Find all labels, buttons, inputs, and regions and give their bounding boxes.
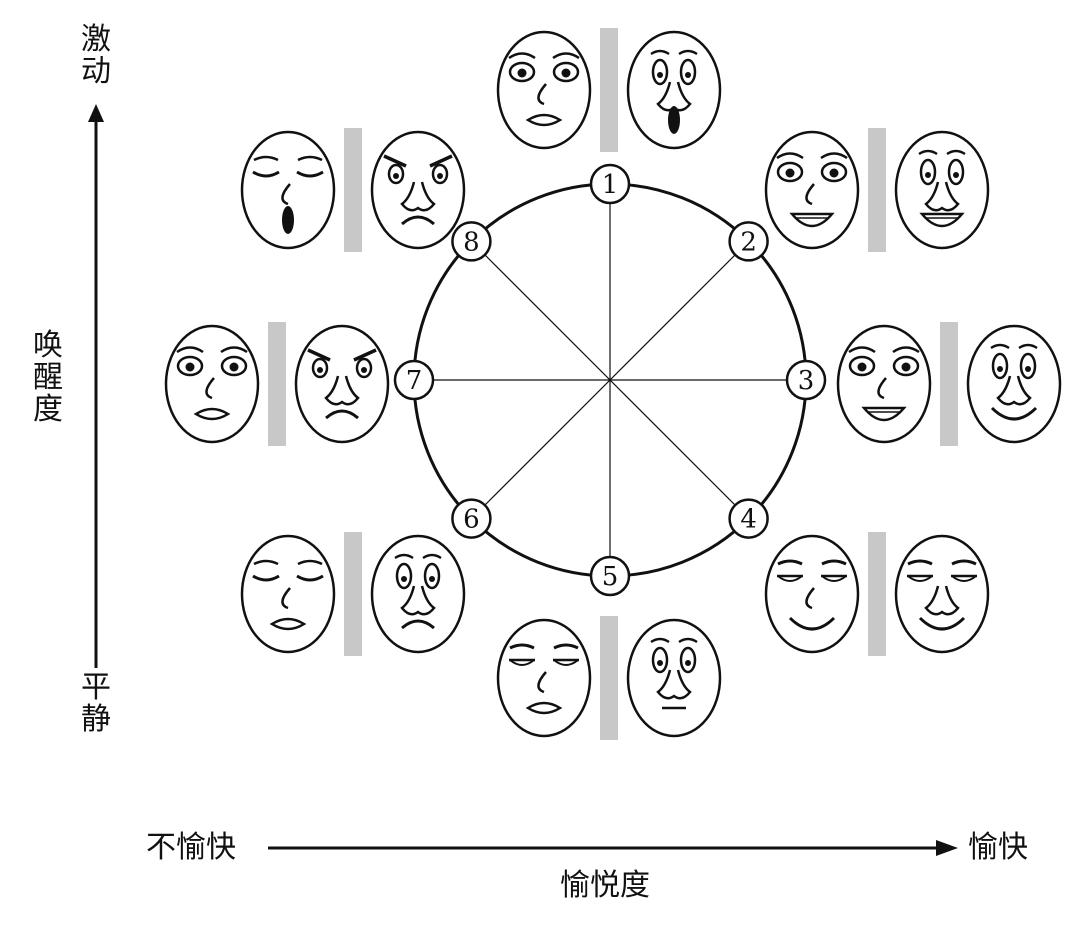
furious-face-icon <box>370 130 466 250</box>
face-pair-divider <box>344 128 362 252</box>
face-pair-divider <box>868 532 886 656</box>
crying-face-icon <box>240 130 336 250</box>
arousal-axis-arrowhead <box>88 104 104 122</box>
gloomy-frown-face-icon <box>370 534 466 654</box>
wheel-node-6: 6 <box>451 498 492 539</box>
wheel-node-3: 3 <box>785 359 827 401</box>
wheel-node-circle <box>589 555 631 597</box>
wheel-node-circle <box>728 221 769 262</box>
face-pairs <box>164 28 1062 740</box>
face-pair-3 <box>836 322 1062 446</box>
calm-smile-face-icon <box>894 534 990 654</box>
wheel-node-number: 3 <box>798 366 815 396</box>
face-pair-divider <box>600 28 618 152</box>
valence-low-label: 不愉快 <box>146 830 236 865</box>
wheel-node-number: 6 <box>463 505 480 535</box>
face-pair-divider <box>344 532 362 656</box>
wheel-node-circle <box>451 498 492 539</box>
arousal-axis-title: 唤醒度 <box>33 328 63 427</box>
wheel-node-circle <box>728 498 769 539</box>
drowsy-small-smile-face-icon <box>626 618 722 738</box>
wheel-node-circle <box>785 359 827 401</box>
face-pair-4 <box>764 532 990 656</box>
wheel-node-number: 4 <box>740 505 757 535</box>
face-pair-6 <box>240 532 466 656</box>
relaxed-content-face-icon <box>764 534 860 654</box>
face-pair-divider <box>268 322 286 446</box>
emotion-wheel: 1 2 3 4 5 6 7 8 <box>393 163 827 597</box>
wheel-spoke <box>470 240 750 520</box>
wheel-node-5: 5 <box>589 555 631 597</box>
cheerful-smile-face-icon <box>836 324 932 444</box>
valence-axis-title: 愉悦度 <box>560 868 650 903</box>
face-pair-1 <box>496 28 722 152</box>
annoyed-frown-face-icon <box>294 324 390 444</box>
wheel-node-circle <box>393 359 435 401</box>
arousal-high-label: 激动 <box>81 22 111 89</box>
wheel-node-number: 1 <box>602 170 619 200</box>
shocked-open-mouth-face-icon <box>626 30 722 150</box>
face-pair-2 <box>764 128 990 252</box>
wheel-node-number: 5 <box>602 562 619 592</box>
wheel-node-circle <box>451 221 492 262</box>
face-pair-divider <box>940 322 958 446</box>
wheel-node-7: 7 <box>393 359 435 401</box>
arousal-low-label: 平静 <box>81 670 111 737</box>
wheel-node-number: 7 <box>406 366 423 396</box>
wheel-node-number: 8 <box>463 227 480 257</box>
face-pair-5 <box>496 616 722 740</box>
wheel-node-1: 1 <box>589 163 631 205</box>
wheel-node-8: 8 <box>451 221 492 262</box>
wheel-node-circle <box>589 163 631 205</box>
sleepy-neutral-face-icon <box>496 618 592 738</box>
valence-high-label: 愉快 <box>968 830 1028 865</box>
big-smile-face-icon <box>966 324 1062 444</box>
wheel-node-number: 2 <box>740 227 757 257</box>
anxious-face-icon <box>164 324 260 444</box>
wide-eyed-worried-face-icon <box>496 30 592 150</box>
delighted-grin-face-icon <box>764 130 860 250</box>
face-pair-8 <box>240 128 466 252</box>
sad-closed-eyes-face-icon <box>240 534 336 654</box>
valence-axis-arrowhead <box>936 840 958 856</box>
wheel-node-2: 2 <box>728 221 769 262</box>
face-pair-7 <box>164 322 390 446</box>
face-pair-divider <box>600 616 618 740</box>
laughing-face-icon <box>894 130 990 250</box>
face-pair-divider <box>868 128 886 252</box>
wheel-node-4: 4 <box>728 498 769 539</box>
